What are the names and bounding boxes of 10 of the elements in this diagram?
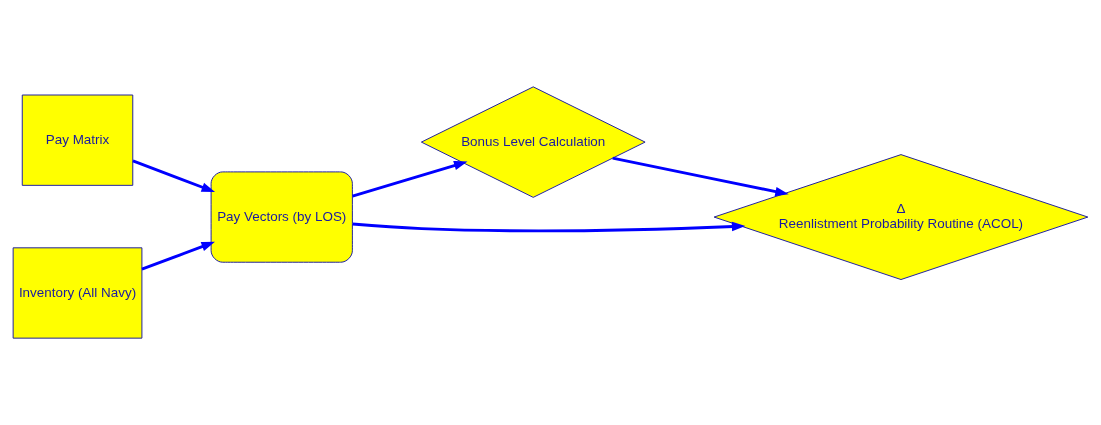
arrow — [132, 159, 216, 193]
node-box: Pay Vectors (by LOS) — [210, 171, 353, 263]
arrow — [352, 160, 468, 198]
arrow — [141, 241, 215, 271]
node-diamond: Bonus Level Calculation — [420, 86, 646, 198]
arrow — [352, 221, 746, 233]
node-diamond: Δ Reenlistment Probability Routine (ACOL) — [713, 154, 1089, 280]
arrow — [612, 156, 789, 197]
node-box: Inventory (All Navy) — [12, 247, 143, 339]
node-box: Pay Matrix — [21, 94, 134, 186]
